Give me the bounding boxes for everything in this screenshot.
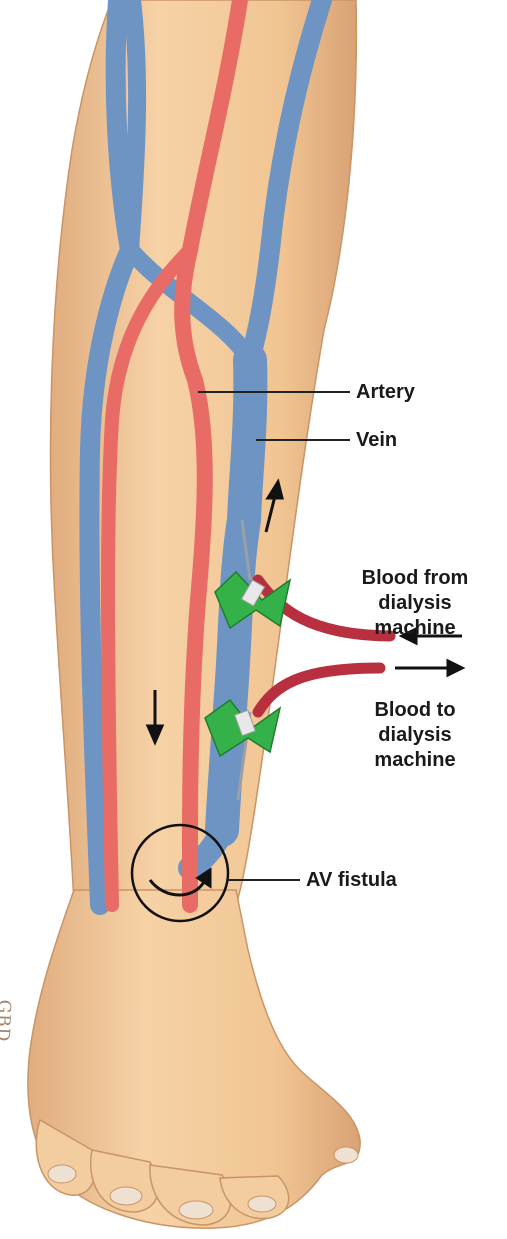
label-artery: Artery (356, 380, 415, 405)
artist-signature: GBD (0, 999, 14, 1042)
label-blood-from-machine: Blood from dialysis machine (340, 566, 490, 641)
label-blood-to-line1: Blood to (340, 698, 490, 723)
label-blood-from-line1: Blood from (340, 566, 490, 591)
label-blood-to-machine: Blood to dialysis machine (340, 698, 490, 773)
label-vein: Vein (356, 428, 397, 453)
label-blood-to-line3: machine (340, 748, 490, 773)
label-blood-to-line2: dialysis (340, 723, 490, 748)
label-blood-from-line2: dialysis (340, 591, 490, 616)
label-av-fistula: AV fistula (306, 868, 397, 893)
label-blood-from-line3: machine (340, 616, 490, 641)
